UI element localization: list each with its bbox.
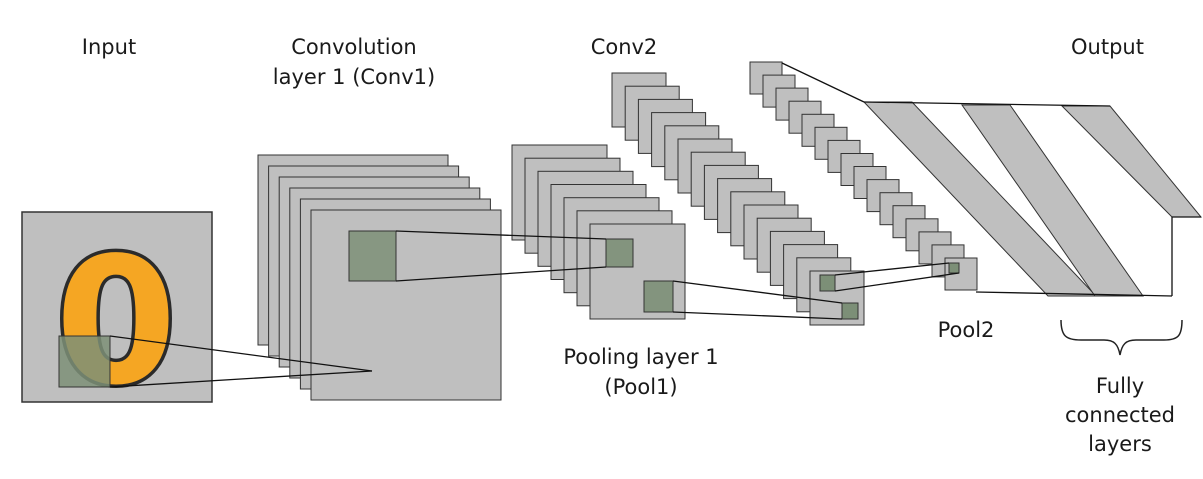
input-image: 0 (21, 211, 213, 428)
conv1-label-line2: layer 1 (Conv1) (272, 65, 436, 89)
input-digit: 0 (55, 221, 177, 424)
conv1-patch (348, 230, 397, 282)
pool1-patches (605, 238, 674, 313)
conv1-label-line1: Convolution (291, 35, 417, 59)
fc-layer-3 (1060, 105, 1203, 218)
connector-lines (109, 62, 1201, 388)
pool2-feature-maps (749, 61, 978, 291)
pool1-label-line2: (Pool1) (604, 375, 678, 399)
conv2-label: Conv2 (590, 35, 658, 59)
pool2-patch (948, 262, 960, 274)
conv2-patches (819, 274, 859, 320)
pool2-label: Pool2 (937, 318, 995, 342)
input-receptive-field (58, 335, 111, 388)
input-label: Input (81, 35, 137, 59)
output-label: Output (1071, 35, 1144, 59)
fc-label-line2: connected (1065, 403, 1175, 427)
fc-label-line1: Fully (1095, 374, 1145, 398)
fully-connected-brace (1060, 319, 1183, 356)
fc-label-line3: layers (1088, 432, 1152, 456)
pool1-label-line1: Pooling layer 1 (563, 345, 719, 369)
conv1-map-6 (310, 209, 502, 401)
conv2-feature-maps (611, 72, 865, 326)
fully-connected-layers (862, 101, 1203, 297)
